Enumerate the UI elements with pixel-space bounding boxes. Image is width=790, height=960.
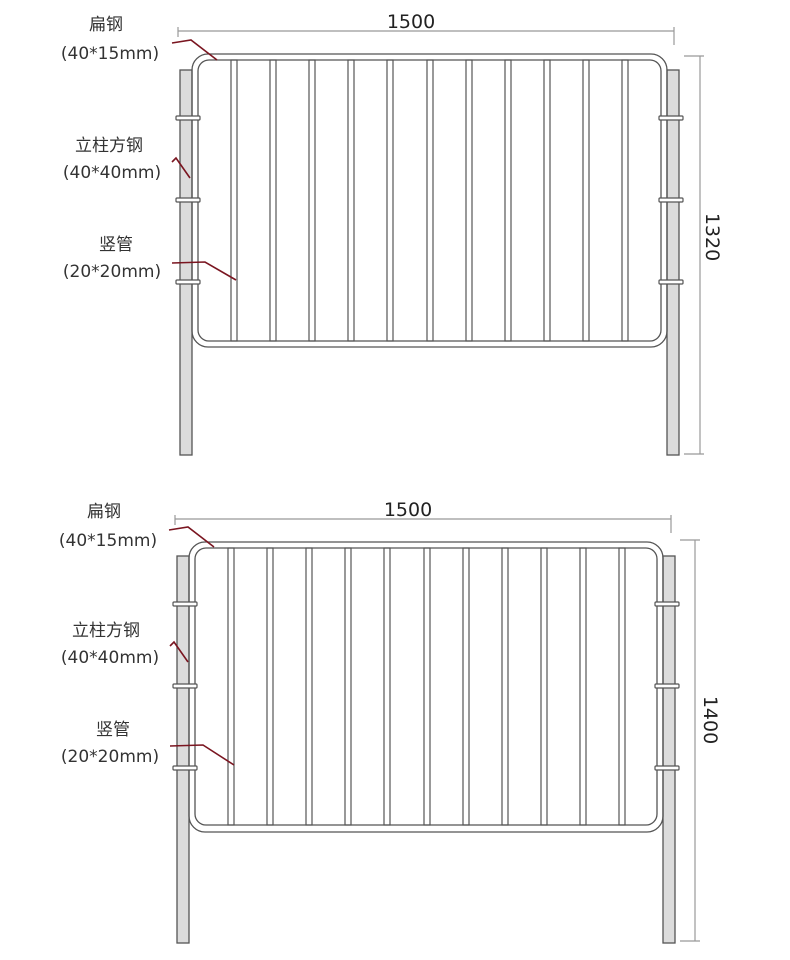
left-post (176, 555, 190, 944)
right-post (662, 555, 676, 944)
tube-spec: (20*20mm) (61, 747, 159, 767)
flat-steel-spec: (40*15mm) (59, 531, 157, 551)
right-post (666, 69, 680, 456)
width-dimension-text: 1500 (384, 499, 432, 521)
post-spec: (40*40mm) (63, 163, 161, 183)
width-dimension-text: 1500 (387, 11, 435, 33)
clamps (175, 115, 684, 285)
flat-steel-label: 扁钢 (89, 15, 123, 35)
height-dimension-line (680, 539, 700, 942)
post-label: 立柱方钢 (72, 621, 140, 641)
height-dimension-text: 1320 (701, 213, 723, 261)
clamps (172, 601, 680, 771)
width-dimension-line (174, 515, 672, 533)
tube-label: 竖管 (99, 235, 133, 255)
vertical-tubes (230, 59, 629, 342)
flat-steel-label: 扁钢 (87, 502, 121, 522)
fence-diagram-2: 1500 1400 (59, 499, 721, 944)
width-dimension-line (177, 27, 675, 45)
vertical-tubes (227, 547, 626, 826)
flat-steel-spec: (40*15mm) (61, 44, 159, 64)
tube-spec: (20*20mm) (63, 262, 161, 282)
post-spec: (40*40mm) (61, 648, 159, 668)
fence-diagram-1: 1500 1320 (61, 11, 723, 456)
tube-label: 竖管 (96, 720, 130, 740)
leader-lines (171, 39, 237, 281)
leader-lines (168, 526, 235, 766)
post-label: 立柱方钢 (75, 136, 143, 156)
height-dimension-line (684, 55, 704, 455)
height-dimension-text: 1400 (699, 696, 721, 744)
